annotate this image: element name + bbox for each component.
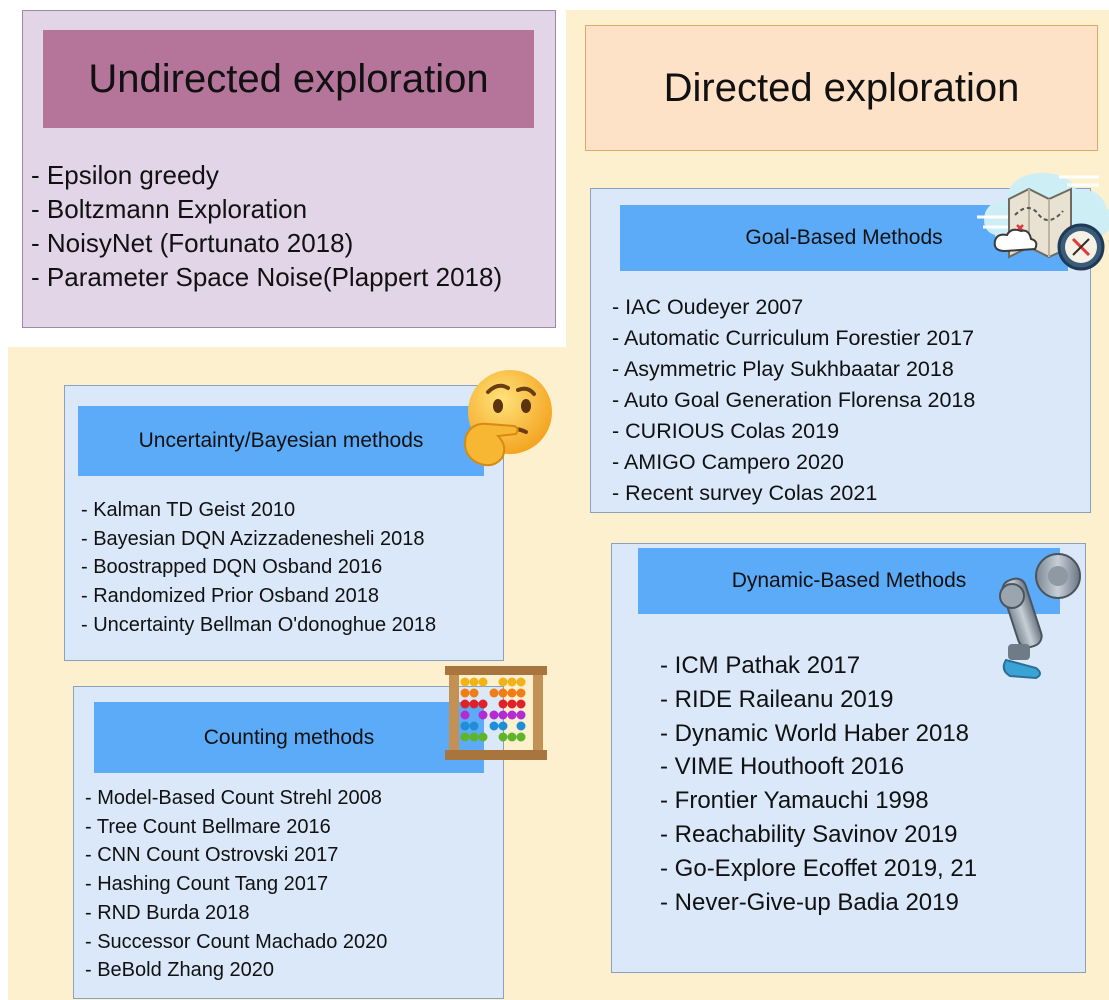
thinking-face-icon bbox=[464, 370, 552, 467]
list-item: Epsilon greedy bbox=[31, 158, 502, 192]
list-item: Recent survey Colas 2021 bbox=[612, 478, 975, 509]
list-item: Kalman TD Geist 2010 bbox=[81, 496, 436, 525]
list-item: Go-Explore Ecoffet 2019, 21 bbox=[660, 852, 977, 886]
list-item: Never-Give-up Badia 2019 bbox=[660, 886, 977, 920]
treasure-map-icon bbox=[977, 173, 1109, 271]
list-item: Reachability Savinov 2019 bbox=[660, 818, 977, 852]
list-item: Boostrapped DQN Osband 2016 bbox=[81, 553, 436, 582]
directed-title: Directed exploration bbox=[663, 65, 1020, 110]
list-item: Hashing Count Tang 2017 bbox=[85, 870, 387, 899]
list-item: CNN Count Ostrovski 2017 bbox=[85, 841, 387, 870]
list-item: RIDE Raileanu 2019 bbox=[660, 683, 977, 717]
list-item: Uncertainty Bellman O'donoghue 2018 bbox=[81, 611, 436, 640]
dynamic-based-list: ICM Pathak 2017RIDE Raileanu 2019Dynamic… bbox=[660, 649, 977, 919]
list-item: Model-Based Count Strehl 2008 bbox=[85, 784, 387, 813]
list-item: VIME Houthooft 2016 bbox=[660, 750, 977, 784]
list-item: CURIOUS Colas 2019 bbox=[612, 416, 975, 447]
list-item: Tree Count Bellmare 2016 bbox=[85, 813, 387, 842]
list-item: Dynamic World Haber 2018 bbox=[660, 717, 977, 751]
list-item: Automatic Curriculum Forestier 2017 bbox=[612, 323, 975, 354]
list-item: Asymmetric Play Sukhbaatar 2018 bbox=[612, 354, 975, 385]
robot-arm-icon bbox=[999, 553, 1081, 680]
list-item: Frontier Yamauchi 1998 bbox=[660, 784, 977, 818]
list-item: Randomized Prior Osband 2018 bbox=[81, 582, 436, 611]
list-item: BeBold Zhang 2020 bbox=[85, 956, 387, 985]
list-item: Boltzmann Exploration bbox=[31, 192, 502, 226]
dynamic-based-title: Dynamic-Based Methods bbox=[731, 569, 967, 592]
list-item: NoisyNet (Fortunato 2018) bbox=[31, 226, 502, 260]
counting-list: Model-Based Count Strehl 2008Tree Count … bbox=[85, 784, 388, 985]
counting-header: Counting methods bbox=[94, 702, 484, 773]
list-item: Auto Goal Generation Florensa 2018 bbox=[612, 385, 975, 416]
list-item: AMIGO Campero 2020 bbox=[612, 447, 975, 478]
goal-based-list: IAC Oudeyer 2007Automatic Curriculum For… bbox=[612, 292, 975, 509]
counting-title: Counting methods bbox=[203, 725, 375, 749]
list-item: RND Burda 2018 bbox=[85, 899, 387, 928]
dynamic-based-header: Dynamic-Based Methods bbox=[638, 548, 1060, 614]
directed-title-bar: Directed exploration bbox=[585, 25, 1098, 151]
list-item: Parameter Space Noise(Plappert 2018) bbox=[31, 260, 502, 294]
undirected-list: Epsilon greedyBoltzmann ExplorationNoisy… bbox=[31, 158, 502, 294]
undirected-title-bar: Undirected exploration bbox=[43, 30, 534, 128]
goal-based-title: Goal-Based Methods bbox=[745, 226, 943, 249]
list-item: Successor Count Machado 2020 bbox=[85, 928, 387, 957]
list-item: IAC Oudeyer 2007 bbox=[612, 292, 975, 323]
list-item: ICM Pathak 2017 bbox=[660, 649, 977, 683]
undirected-title: Undirected exploration bbox=[88, 56, 489, 101]
abacus-icon bbox=[445, 666, 547, 760]
uncertainty-title: Uncertainty/Bayesian methods bbox=[138, 429, 424, 452]
uncertainty-header: Uncertainty/Bayesian methods bbox=[78, 406, 484, 476]
uncertainty-list: Kalman TD Geist 2010Bayesian DQN Azizzad… bbox=[81, 496, 436, 640]
list-item: Bayesian DQN Azizzadenesheli 2018 bbox=[81, 525, 436, 554]
